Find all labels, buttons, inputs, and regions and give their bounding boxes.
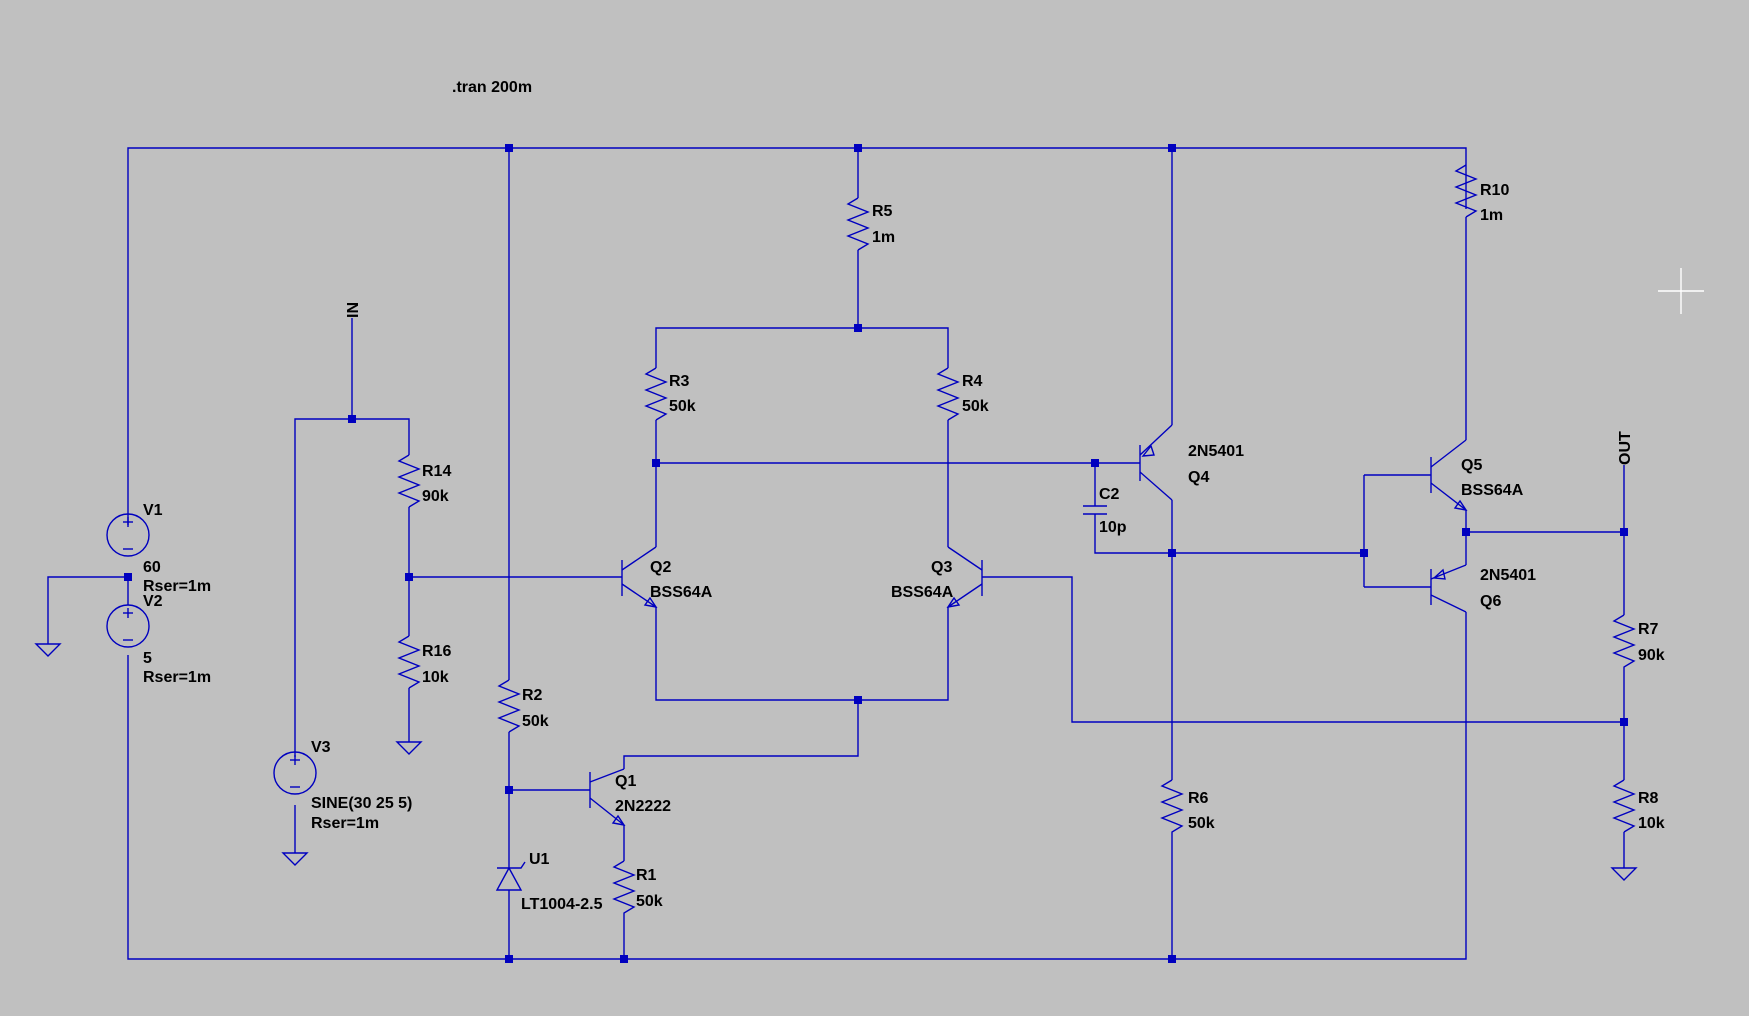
r7-value: 90k xyxy=(1638,647,1665,664)
q3-value: BSS64A xyxy=(891,584,954,601)
transistor-q6[interactable] xyxy=(1430,564,1467,613)
net-label-out[interactable]: OUT xyxy=(1617,431,1634,465)
r1-value: 50k xyxy=(636,893,663,910)
c2-value: 10p xyxy=(1099,519,1127,536)
r3-value: 50k xyxy=(669,398,696,415)
resistor-r6[interactable] xyxy=(1160,779,1184,836)
c2-ref: C2 xyxy=(1099,486,1120,503)
q1-value: 2N2222 xyxy=(615,798,671,815)
voltage-source-v2[interactable] xyxy=(106,577,150,648)
resistor-r1[interactable] xyxy=(612,860,636,921)
transistor-q3[interactable] xyxy=(946,540,983,610)
transistor-q2[interactable] xyxy=(621,540,658,610)
r3-ref: R3 xyxy=(669,373,690,390)
r6-ref: R6 xyxy=(1188,790,1209,807)
resistor-r7[interactable] xyxy=(1612,614,1636,671)
transistor-q5[interactable] xyxy=(1430,439,1468,511)
ground-icons xyxy=(34,643,1638,881)
r2-ref: R2 xyxy=(522,687,543,704)
resistor-r3[interactable] xyxy=(644,367,668,421)
r10-value: 1m xyxy=(1480,207,1503,224)
resistor-r4[interactable] xyxy=(936,367,960,421)
r7-ref: R7 xyxy=(1638,621,1659,638)
q4-ref: Q4 xyxy=(1188,469,1209,486)
v2-value: 5 xyxy=(143,650,152,667)
r6-value: 50k xyxy=(1188,815,1215,832)
q2-ref: Q2 xyxy=(650,559,671,576)
v2-ref: V2 xyxy=(143,593,163,610)
junctions xyxy=(124,144,1628,963)
q1-ref: Q1 xyxy=(615,773,636,790)
resistor-r8[interactable] xyxy=(1612,779,1636,833)
resistor-r2[interactable] xyxy=(497,679,521,733)
reference-diode-u1[interactable] xyxy=(495,861,526,895)
v2-extra: Rser=1m xyxy=(143,669,211,686)
ground-icon xyxy=(395,741,423,755)
u1-value: LT1004-2.5 xyxy=(521,896,603,913)
spice-directive[interactable]: .tran 200m xyxy=(452,79,532,96)
v3-extra: Rser=1m xyxy=(311,815,379,832)
r1-ref: R1 xyxy=(636,867,657,884)
resistor-r14[interactable] xyxy=(397,454,421,508)
q6-value: 2N5401 xyxy=(1480,567,1536,584)
net-label-in[interactable]: IN xyxy=(345,302,362,318)
r14-value: 90k xyxy=(422,488,449,505)
u1-ref: U1 xyxy=(529,851,550,868)
q4-value: 2N5401 xyxy=(1188,443,1244,460)
r14-ref: R14 xyxy=(422,463,451,480)
voltage-source-v1[interactable] xyxy=(106,513,150,557)
r5-value: 1m xyxy=(872,229,895,246)
q6-ref: Q6 xyxy=(1480,593,1501,610)
q5-value: BSS64A xyxy=(1461,482,1524,499)
ground-icon xyxy=(34,643,62,657)
q3-ref: Q3 xyxy=(931,559,952,576)
capacitor-c2[interactable] xyxy=(1083,502,1107,516)
r4-value: 50k xyxy=(962,398,989,415)
wires xyxy=(47,147,1625,960)
crosshair-cursor-icon xyxy=(1658,268,1704,314)
q2-value: BSS64A xyxy=(650,584,713,601)
voltage-source-v3[interactable] xyxy=(273,751,317,795)
resistor-r5[interactable] xyxy=(846,197,870,251)
ground-icon xyxy=(281,852,309,866)
r16-ref: R16 xyxy=(422,643,451,660)
v1-extra: Rser=1m xyxy=(143,578,211,595)
r8-ref: R8 xyxy=(1638,790,1659,807)
v1-value: 60 xyxy=(143,559,161,576)
transistor-q4[interactable] xyxy=(1139,424,1173,501)
r10-ref: R10 xyxy=(1480,182,1509,199)
r5-ref: R5 xyxy=(872,203,893,220)
v3-value: SINE(30 25 5) xyxy=(311,795,412,812)
r2-value: 50k xyxy=(522,713,549,730)
q5-ref: Q5 xyxy=(1461,457,1482,474)
resistor-r10[interactable] xyxy=(1454,164,1478,261)
r4-ref: R4 xyxy=(962,373,983,390)
r8-value: 10k xyxy=(1638,815,1665,832)
v3-ref: V3 xyxy=(311,739,331,756)
resistor-r16[interactable] xyxy=(397,635,421,689)
ground-icon xyxy=(1610,867,1638,881)
r16-value: 10k xyxy=(422,669,449,686)
transistor-q1[interactable] xyxy=(589,768,626,826)
v1-ref: V1 xyxy=(143,502,163,519)
